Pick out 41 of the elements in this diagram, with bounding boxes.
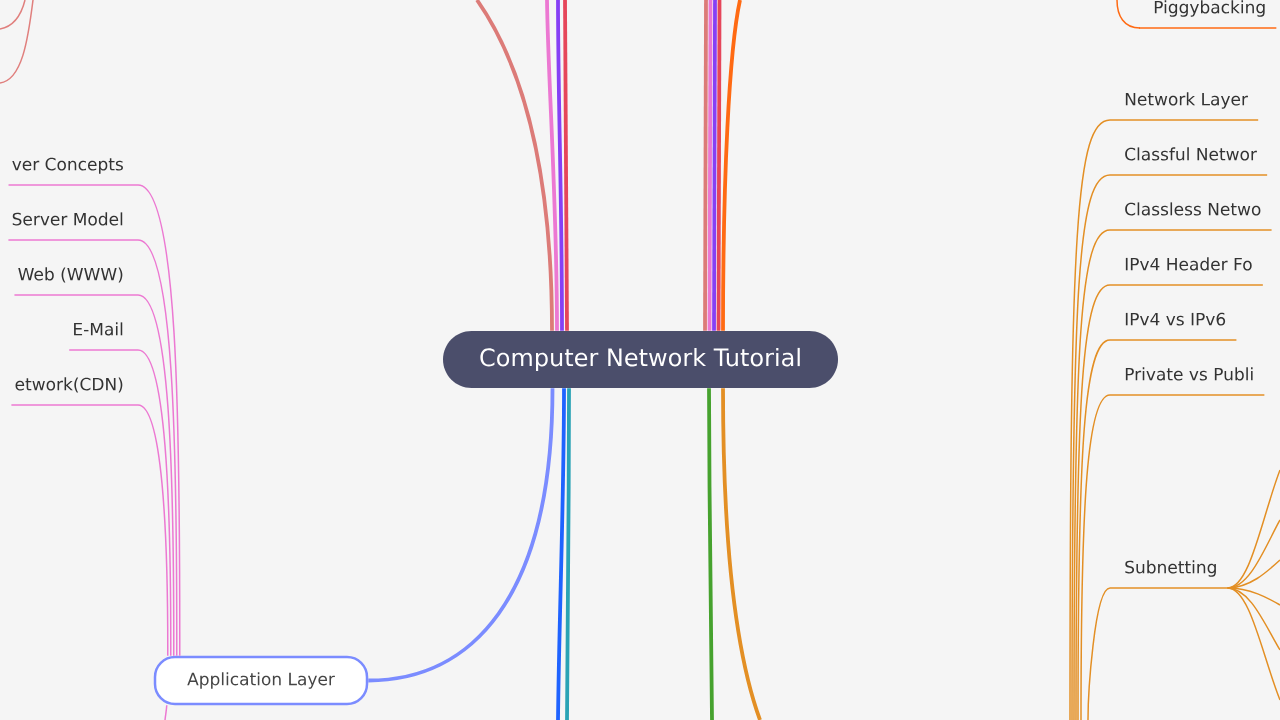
branch-line (368, 388, 555, 683)
topic-label: Piggybacking (1138, 0, 1278, 29)
branch-line (164, 704, 168, 720)
branch-line (565, 388, 571, 720)
branch-line (545, 0, 559, 331)
branch-line (137, 239, 178, 657)
branch-line (556, 388, 566, 720)
branch-line (703, 0, 708, 331)
topic-label: Network Layer (1109, 92, 1259, 121)
branch-line (556, 0, 564, 331)
topic-label: IPv4 Header Fo (1109, 257, 1264, 286)
topic-label: Classless Netwo (1109, 202, 1273, 231)
branch-line (707, 0, 713, 331)
topic-label: Subnetting (1109, 560, 1229, 589)
topic-label: Server Model (7, 212, 139, 241)
topic-label: Classful Networ (1109, 147, 1268, 176)
central-topic: Computer Network Tutorial (443, 331, 838, 388)
branch-line (137, 184, 181, 657)
branch-line (1077, 339, 1111, 720)
branch-line (721, 388, 762, 720)
branch-line (1116, 0, 1141, 29)
branch-line (1226, 587, 1280, 701)
branch-line (716, 0, 722, 331)
branch-line (137, 404, 169, 657)
topic-label: etwork(CDN) (10, 377, 139, 406)
topic-box: Application Layer (153, 655, 369, 706)
branch-line (137, 349, 172, 657)
branch-line (1087, 587, 1111, 720)
branch-line (563, 0, 569, 331)
branch-line (707, 388, 714, 720)
topic-label: IPv4 vs IPv6 (1109, 312, 1238, 341)
topic-label: Private vs Publi (1109, 367, 1266, 396)
topic-label: Web (WWW) (13, 267, 139, 296)
branch-line (1075, 284, 1111, 720)
branch-line (475, 0, 554, 331)
branch-line (712, 0, 717, 331)
topic-label: ver Concepts (7, 157, 139, 186)
branch-line (721, 0, 742, 331)
topic-label: E-Mail (68, 322, 139, 351)
branch-line (137, 294, 175, 657)
branch-line (1080, 394, 1111, 720)
